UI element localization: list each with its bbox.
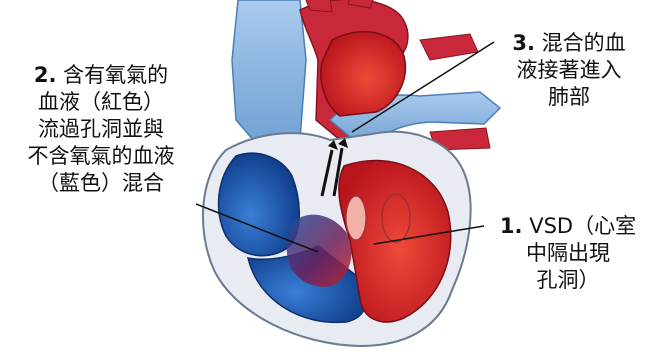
valve-mitral [346,196,366,240]
label-lungs-line-2: 液接著進入 [488,57,650,84]
label-lungs-line-1: 混合的血 [542,31,626,55]
label-mixing-line-2: 血液（紅色） [4,89,198,116]
label-mixing-line-5: （藍色）混合 [4,170,198,197]
label-mixing-number: 2. [34,63,57,87]
label-lungs: 3. 混合的血 液接著進入 肺部 [488,30,650,111]
label-vsd: 1. VSD（心室 中隔出現 孔洞） [484,213,652,294]
label-vsd-line-1: VSD（心室 [529,214,636,238]
label-mixing-line-3: 流過孔洞並與 [4,116,198,143]
label-lungs-line-3: 肺部 [488,84,650,111]
label-mixing-line-4: 不含氧氣的血液 [4,143,198,170]
label-mixing-line-1: 含有氧氣的 [63,63,168,87]
vena-cava [232,0,306,150]
label-vsd-line-3: 孔洞） [484,267,652,294]
pulmonary-vein-upper [420,34,478,60]
label-vsd-number: 1. [500,214,523,238]
label-vsd-line-2: 中隔出現 [484,240,652,267]
label-lungs-number: 3. [512,31,535,55]
label-mixing: 2. 含有氧氣的 血液（紅色） 流過孔洞並與 不含氧氣的血液 （藍色）混合 [4,62,198,197]
